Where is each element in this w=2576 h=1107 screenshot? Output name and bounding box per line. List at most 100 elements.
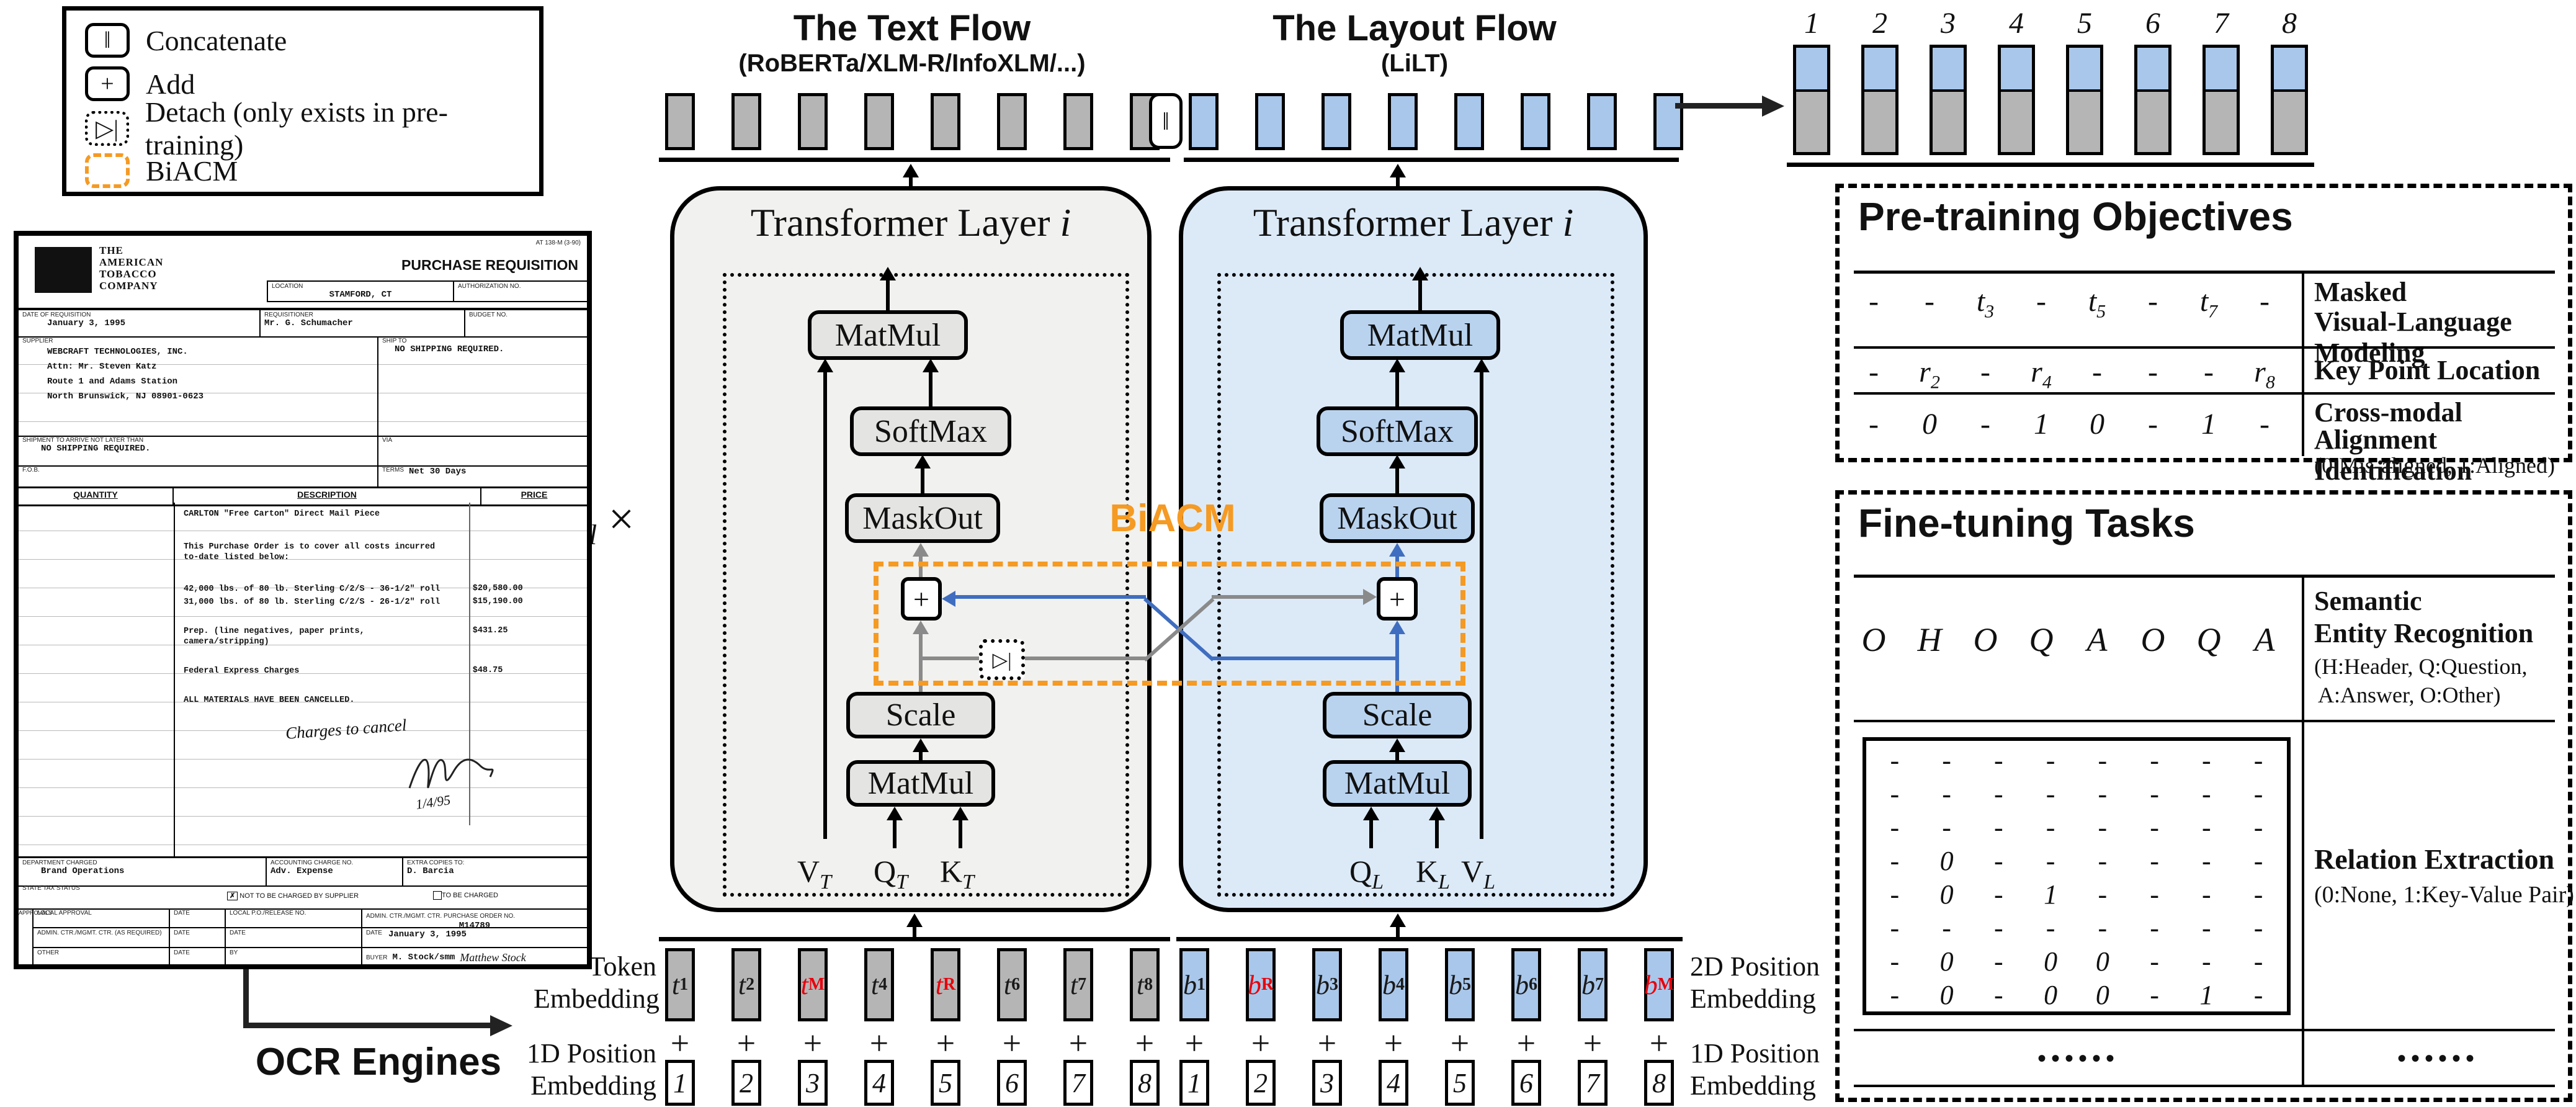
doc-table-body: CARLTON "Free Carton" Direct Mail Piece … bbox=[19, 503, 587, 856]
layout-part bbox=[2206, 48, 2237, 92]
add-symbol: + bbox=[1583, 1024, 1603, 1062]
text-attention-dotted-box bbox=[723, 273, 1129, 897]
matrix-cell: - bbox=[1890, 745, 1900, 776]
matrix-cell: - bbox=[2046, 846, 2055, 876]
matrix-row-1: -------- bbox=[1869, 745, 2284, 776]
text-output-arrowhead bbox=[903, 164, 919, 177]
matrix-cell: - bbox=[2202, 913, 2211, 943]
doc-line-item: Federal Express Charges $48.75 bbox=[184, 666, 503, 676]
ser-letter: H bbox=[1917, 621, 1942, 658]
matrix-cell: - bbox=[2046, 812, 2055, 843]
matrix-cell: - bbox=[2202, 812, 2211, 843]
checkbox-checked: ✗ bbox=[227, 892, 238, 900]
text-matmul-bottom-block: MatMul bbox=[846, 760, 995, 807]
matrix-cell: 0 bbox=[1939, 879, 1954, 910]
text-part bbox=[2137, 92, 2168, 152]
cai-cell: - bbox=[2148, 408, 2158, 441]
add-symbol: + bbox=[670, 1024, 690, 1062]
matrix-row-4: -0------ bbox=[1869, 845, 2284, 877]
text-q-label: QT bbox=[874, 854, 908, 894]
signature-scribble bbox=[408, 758, 494, 789]
layout-part bbox=[1933, 48, 1964, 92]
matrix-cell: - bbox=[2202, 779, 2211, 809]
concatenate-icon: ‖ bbox=[85, 23, 130, 58]
layout-group-line bbox=[1176, 937, 1683, 941]
cai-label-1: Cross-modal bbox=[2314, 397, 2462, 428]
pos1d-chip: 7 bbox=[1063, 1060, 1093, 1106]
matrix-cell: 0 bbox=[2095, 946, 2109, 977]
biacm-blue-upper-line bbox=[955, 595, 1146, 599]
sequence-position-number: 5 bbox=[2077, 7, 2092, 40]
matrix-cell: - bbox=[2253, 812, 2263, 843]
sequence-bar-column: 8 bbox=[2271, 6, 2308, 155]
doc-title: PURCHASE REQUISITION bbox=[401, 257, 578, 273]
sequence-position-number: 8 bbox=[2282, 7, 2297, 40]
layout-part bbox=[1864, 48, 1895, 92]
text-output-arrow-line bbox=[909, 177, 913, 187]
layout-maskout-out-line bbox=[1395, 467, 1399, 493]
legend-item-label: BiACM bbox=[146, 155, 238, 187]
doc-line-item: 31,000 lbs. of 80 lb. Sterling C/2/S - 2… bbox=[184, 597, 523, 607]
text-k-line bbox=[959, 820, 962, 848]
text-output-token bbox=[864, 93, 894, 150]
biacm-label: BiACM bbox=[1109, 497, 1236, 540]
add-symbol: + bbox=[1184, 1024, 1204, 1062]
re-note: (0:None, 1:Key-Value Pair) bbox=[2314, 882, 2574, 908]
matrix-cell: - bbox=[1942, 745, 1951, 776]
matrix-cell: - bbox=[2150, 812, 2159, 843]
pos1d-chip: 1 bbox=[665, 1060, 695, 1106]
kpl-cell: - bbox=[1980, 356, 1990, 388]
matrix-row-2: -------- bbox=[1869, 778, 2284, 810]
mvlm-cell: t7 bbox=[2199, 285, 2218, 322]
relation-matrix-box bbox=[1863, 737, 2291, 1015]
layout-flow-subtitle: (LiLT) bbox=[1380, 50, 1449, 77]
text-maskout-out-line bbox=[921, 467, 924, 493]
legend-item-label: Detach (only exists in pre-training) bbox=[145, 96, 448, 161]
ser-letter: O bbox=[1973, 621, 1998, 658]
doc-tax-row: STATE TAX STATUS ✗ NOT TO BE CHARGED BY … bbox=[19, 884, 587, 910]
layout-part bbox=[2001, 48, 2032, 92]
text-output-token bbox=[665, 93, 695, 150]
text-matmulb-out-arrowhead bbox=[913, 738, 929, 752]
layout-matmul-out-arrowhead bbox=[1412, 267, 1428, 280]
cai-note: (0:Mis-aligned, 1:Aligned) bbox=[2314, 453, 2555, 478]
mvlm-cell: - bbox=[2148, 285, 2158, 318]
text-tower-title: Transformer Layer i bbox=[750, 200, 1071, 244]
matrix-cell: - bbox=[1994, 980, 2003, 1010]
mvlm-cell: - bbox=[2036, 285, 2046, 318]
pretraining-divider bbox=[2302, 271, 2304, 456]
mvlm-cell: - bbox=[1925, 285, 1934, 318]
ser-letter: A bbox=[2086, 621, 2108, 658]
layout-plus-row: ++++++++ bbox=[1179, 1024, 1674, 1062]
to-bars-arrow-line bbox=[1675, 103, 1762, 109]
doc-line-item: CARLTON "Free Carton" Direct Mail Piece bbox=[184, 509, 380, 519]
biacm-gray-upper-line bbox=[1212, 595, 1363, 599]
doc-form-code: AT 138-M (3-90) bbox=[535, 240, 581, 246]
matrix-row-5: -0-1---- bbox=[1869, 879, 2284, 910]
sequence-bar bbox=[2066, 45, 2103, 155]
doc-line-item: ALL MATERIALS HAVE BEEN CANCELLED. bbox=[184, 696, 355, 705]
layout-input-line bbox=[1396, 927, 1400, 937]
doc-handwritten-note: Charges to cancel bbox=[285, 715, 408, 743]
matrix-cell: 0 bbox=[1939, 846, 1954, 876]
doc-heavy-rule bbox=[19, 308, 587, 310]
biacm-dashed-box bbox=[874, 562, 1465, 686]
cai-cell: - bbox=[2260, 408, 2270, 441]
layout-plus-out-line bbox=[1395, 557, 1399, 577]
cai-cell: - bbox=[1869, 408, 1879, 441]
add-symbol: + bbox=[1317, 1024, 1337, 1062]
matrix-cell: 0 bbox=[2044, 946, 2058, 977]
cai-cell: 0 bbox=[1922, 408, 1937, 441]
kpl-cell: - bbox=[2148, 356, 2158, 388]
ocr-engines-label: OCR Engines bbox=[255, 1041, 502, 1083]
